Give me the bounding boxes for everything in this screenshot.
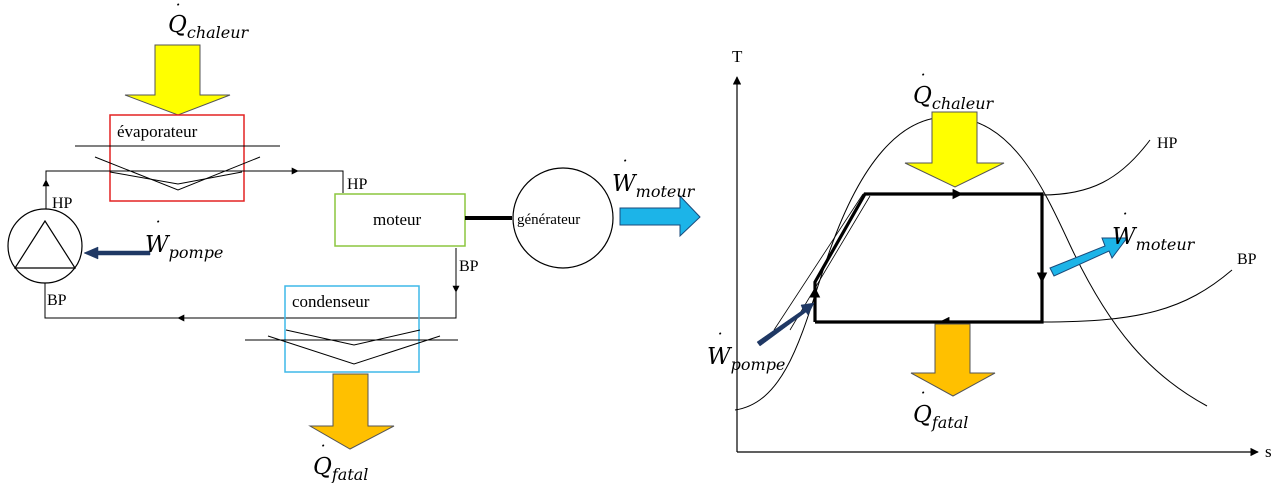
svg-text:Qchaleur: Qchaleur	[168, 12, 250, 42]
ts-heat-in-arrow	[904, 111, 1005, 188]
bp-isobar	[1041, 269, 1233, 323]
pump-triangle	[13, 219, 77, 269]
generator-circle	[512, 167, 614, 269]
ts-work-out-arrow	[1049, 237, 1128, 277]
condenser-exchanger	[245, 329, 458, 365]
heat-out-arrow	[308, 373, 395, 450]
condenser-box	[284, 285, 420, 373]
svg-text:˙: ˙	[619, 157, 628, 178]
svg-text:˙: ˙	[172, 1, 181, 22]
evaporator-label: évaporateur	[117, 122, 198, 141]
svg-text:˙: ˙	[317, 442, 326, 463]
ts-heat-out-arrow	[910, 323, 996, 397]
ts-heat-out-label: Qfatal ˙	[913, 389, 968, 432]
svg-text:Qfatal: Qfatal	[913, 402, 968, 432]
generator-label: générateur	[517, 212, 580, 228]
svg-text:˙: ˙	[714, 330, 723, 351]
svg-text:˙: ˙	[152, 218, 161, 239]
hp-curve-label: HP	[1157, 135, 1178, 152]
evaporator-exchanger	[75, 145, 280, 191]
svg-text:Wmoteur: Wmoteur	[1112, 224, 1196, 254]
heat-in-label: Qchaleur ˙	[168, 1, 250, 42]
s-axis-label: s	[1265, 442, 1272, 461]
engine-label: moteur	[373, 210, 421, 229]
svg-text:Qchaleur: Qchaleur	[913, 83, 995, 113]
engine-bp-label: BP	[459, 258, 479, 275]
heat-in-arrow	[124, 44, 231, 116]
rankine-cycle	[813, 192, 1044, 324]
svg-text:˙: ˙	[1119, 210, 1128, 231]
ts-work-out-label: Wmoteur ˙	[1112, 210, 1196, 254]
pump-work-arrow	[83, 246, 151, 260]
pump-circle	[7, 208, 83, 284]
work-out-label: Wmoteur ˙	[612, 157, 696, 201]
svg-text:˙: ˙	[917, 71, 926, 92]
ts-diagram: T s HP BP Qchaleur ˙ W	[707, 47, 1272, 461]
work-out-arrow	[619, 194, 701, 238]
pump-hp-label: HP	[52, 195, 73, 212]
pump-work-label: Wpompe ˙	[145, 218, 223, 262]
ts-heat-in-label: Qchaleur ˙	[913, 71, 995, 113]
svg-text:Qfatal: Qfatal	[313, 454, 368, 483]
svg-text:Wmoteur: Wmoteur	[612, 171, 696, 201]
svg-text:˙: ˙	[917, 389, 926, 410]
heat-out-label: Qfatal ˙	[313, 442, 368, 483]
ts-pump-work-label: Wpompe ˙	[707, 330, 785, 374]
pump-bp-label: BP	[47, 292, 67, 309]
evaporator-box	[109, 114, 245, 202]
svg-text:Wpompe: Wpompe	[707, 344, 785, 374]
condenser-label: condenseur	[292, 292, 370, 311]
cycle-schematic: Qchaleur ˙ évaporateur HP BP moteur	[7, 1, 701, 483]
ts-pump-work-arrow	[756, 302, 815, 347]
pump-construction-lines	[773, 193, 871, 331]
hp-isobar	[1041, 139, 1151, 196]
t-axis-label: T	[732, 47, 743, 66]
bp-curve-label: BP	[1237, 251, 1257, 268]
engine-hp-label: HP	[347, 176, 368, 193]
engine-box	[334, 193, 466, 247]
svg-text:Wpompe: Wpompe	[145, 232, 223, 262]
